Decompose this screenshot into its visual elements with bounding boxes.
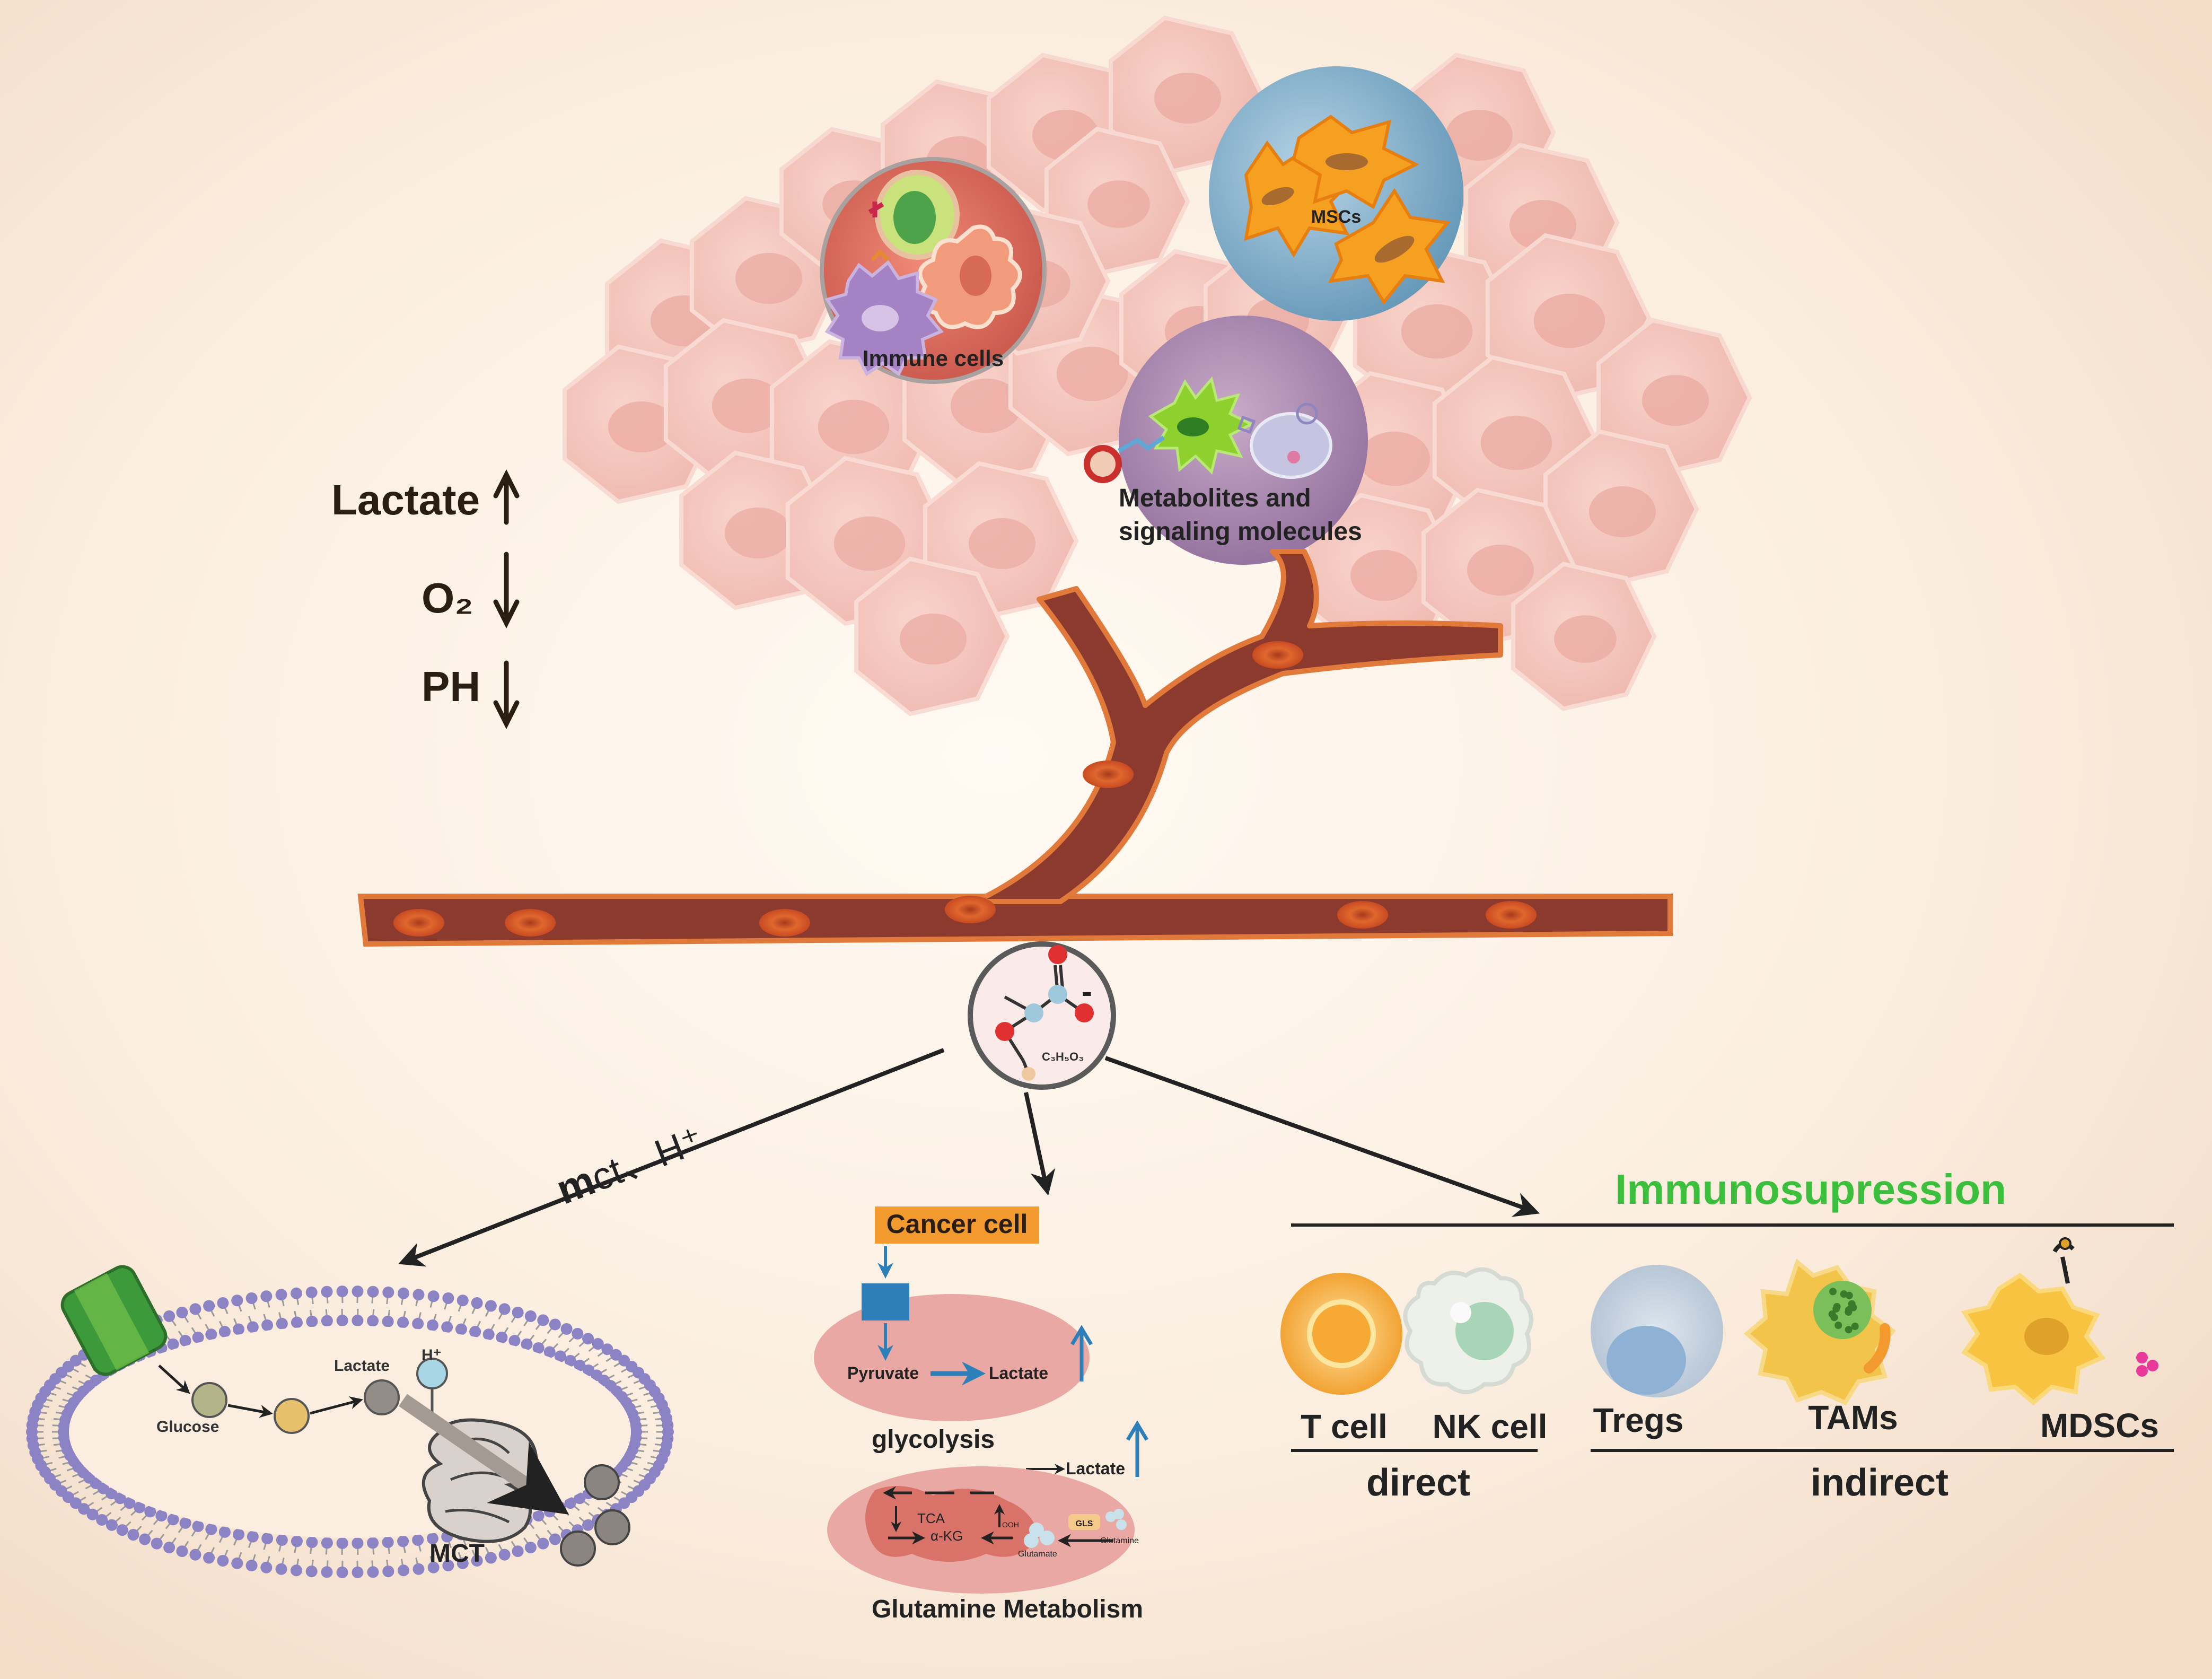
- mscs-bubble: MSCs: [1209, 66, 1463, 321]
- red-blood-cell-icon: [759, 909, 810, 937]
- tumor-cell-icon: [1596, 318, 1752, 478]
- down-arrow-icon: [493, 552, 520, 629]
- pyruvate-label: Pyruvate: [847, 1363, 919, 1383]
- gls-label: GLS: [1076, 1519, 1093, 1528]
- cancer-cell-panel: Cancer cell Pyruvate Lactate glycolysis …: [814, 1206, 1149, 1623]
- lactate-label-glutamine: Lactate: [1066, 1459, 1125, 1478]
- gls-badge: [1068, 1514, 1100, 1530]
- msc-cell-icon: [1244, 140, 1356, 258]
- lactate-label-mct: Lactate: [334, 1357, 390, 1375]
- tams-icon: [1743, 1258, 1896, 1406]
- nk-cell-icon: [1403, 1267, 1533, 1394]
- up-arrow-icon: [1126, 1420, 1149, 1477]
- mdscs-icon: [1961, 1237, 2158, 1406]
- mct-transporter-icon: [399, 1394, 569, 1543]
- red-blood-cell-icon: [393, 909, 444, 937]
- red-blood-cell-icon: [1486, 901, 1537, 929]
- tregs-label: Tregs: [1593, 1401, 1684, 1439]
- lactate-label-glycolysis: Lactate: [989, 1363, 1048, 1383]
- lactate-molecule-icon: [364, 1379, 400, 1415]
- lactate-molecule: - C₃H₅O₃: [968, 941, 1116, 1090]
- tca-label: TCA: [917, 1510, 945, 1526]
- immune-cells-label: Immune cells: [863, 346, 1004, 371]
- microenvironment-indicators: Lactate O₂ PH: [331, 469, 520, 730]
- ooh-label: OOH: [1002, 1520, 1019, 1529]
- lactate-out-icon: [560, 1531, 596, 1567]
- red-blood-cell-icon: [505, 909, 556, 937]
- mdscs-label: MDSCs: [2040, 1406, 2159, 1445]
- down-arrow-icon: [493, 660, 520, 730]
- up-arrow-icon: [493, 469, 520, 525]
- tumor-cell-icon: [854, 556, 1010, 716]
- o2-indicator-label: O₂: [422, 574, 473, 622]
- immune-cells-bubble: Immune cells: [820, 157, 1047, 384]
- glucose-label: Glucose: [156, 1418, 219, 1436]
- cancer-cell-label: Cancer cell: [886, 1209, 1028, 1239]
- blood-vessel: [357, 549, 1673, 947]
- immunosuppression-title: Immunosupression: [1615, 1166, 2006, 1213]
- tumor-cell-icon: [1511, 562, 1657, 711]
- glucose-square-icon: [862, 1283, 909, 1321]
- arrow-to-mct: [398, 1048, 945, 1267]
- arrow-to-immunosuppression: [1104, 1056, 1540, 1217]
- molecule-formula: C₃H₅O₃: [1042, 1050, 1084, 1063]
- red-blood-cell-icon: [1337, 901, 1388, 929]
- nk-cell-label: NK cell: [1433, 1407, 1548, 1446]
- metabolites-label-line2: signaling molecules: [1119, 518, 1362, 546]
- t-cell-icon: [1280, 1273, 1402, 1395]
- glucose-transporter-icon: [60, 1265, 168, 1376]
- arrow-to-cancer-cell: [1024, 1092, 1056, 1196]
- lactate-out-icon: [594, 1509, 630, 1545]
- pyruvate-molecule-icon: [274, 1398, 310, 1434]
- up-arrow-icon: [1070, 1325, 1093, 1381]
- red-blood-cell-icon: [945, 896, 996, 923]
- mct-label: MCT: [429, 1540, 485, 1568]
- cancer-cell-label-box: [875, 1206, 1039, 1244]
- tregs-icon: [1591, 1265, 1723, 1397]
- tumor-cluster: [562, 15, 1752, 716]
- red-blood-cell-icon: [1252, 641, 1303, 669]
- glucose-molecule-icon: [191, 1382, 227, 1418]
- immunosuppression-panel: Immunosupression: [1280, 1166, 2174, 1504]
- mct-cell: Glucose Lactate H⁺ MCT: [26, 1265, 674, 1578]
- branch-arrows: [398, 1048, 1540, 1267]
- ph-indicator-label: PH: [422, 663, 480, 710]
- tams-label: TAMs: [1808, 1398, 1898, 1437]
- lactate-out-icon: [584, 1464, 620, 1500]
- red-blood-cell-icon: [1083, 760, 1134, 788]
- glutamine-metabolism-label: Glutamine Metabolism: [872, 1595, 1143, 1623]
- indirect-label: indirect: [1811, 1462, 1948, 1504]
- molecule-charge: -: [1082, 974, 1092, 1009]
- glutamate-label: Glutamate: [1018, 1550, 1057, 1559]
- t-cell-label: T cell: [1301, 1407, 1388, 1446]
- metabolites-label-line1: Metabolites and: [1119, 484, 1311, 512]
- akg-label: α-KG: [931, 1528, 963, 1544]
- glycolysis-label: glycolysis: [872, 1426, 995, 1454]
- h-plus-label: H⁺: [422, 1346, 442, 1364]
- lactate-indicator-label: Lactate: [331, 476, 480, 523]
- direct-label: direct: [1366, 1462, 1470, 1504]
- metabolites-bubble: Metabolites and signaling molecules: [1084, 316, 1368, 565]
- mscs-label: MSCs: [1311, 207, 1361, 227]
- glutamine-label: Glutamine: [1100, 1536, 1139, 1545]
- glycolysis-compartment: [814, 1294, 1090, 1421]
